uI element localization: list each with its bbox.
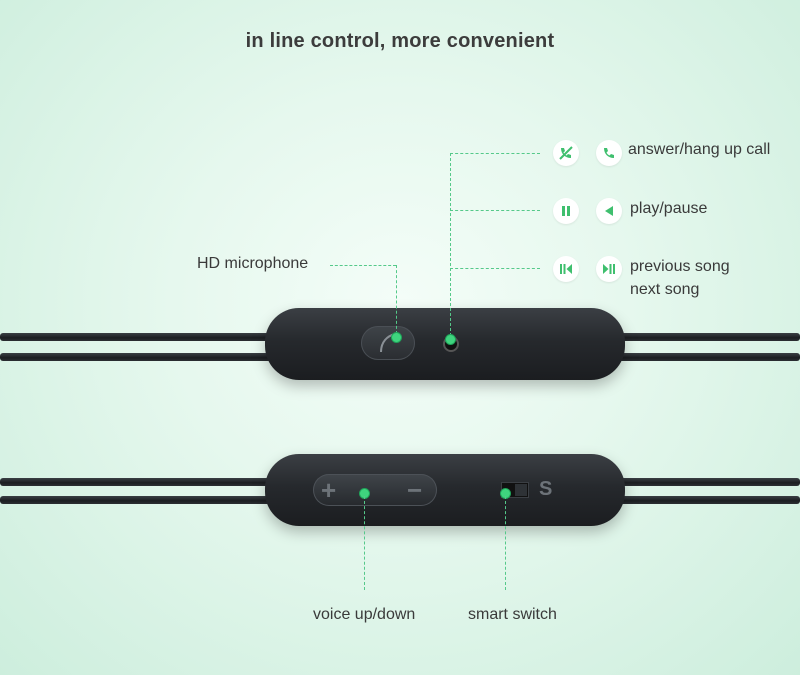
switch-letter: S (539, 478, 553, 500)
next-song-icon (596, 256, 622, 282)
switch-label: smart switch (468, 606, 557, 623)
microphone-leader-h (330, 265, 396, 266)
call-leader-h (450, 153, 540, 154)
hang-up-icon (553, 140, 579, 166)
volume-label: voice up/down (313, 606, 416, 623)
volume-leader-v (364, 496, 365, 590)
volume-down-button[interactable]: − (407, 475, 423, 505)
button-dot (445, 334, 456, 345)
play-leader-h (450, 210, 540, 211)
previous-song-icon (553, 256, 579, 282)
play-label: play/pause (630, 200, 708, 217)
page-title: in line control, more convenient (245, 30, 555, 52)
multifunction-button[interactable] (361, 326, 415, 360)
lower-remote: + − S (265, 454, 625, 526)
upper-remote (265, 308, 625, 380)
button-leader-v (450, 153, 451, 336)
microphone-slot-icon (380, 333, 396, 353)
microphone-dot (391, 332, 402, 343)
play-icon (596, 198, 622, 224)
song-leader-h (450, 268, 540, 269)
microphone-leader-v (396, 265, 397, 334)
next-song-label: next song (630, 281, 700, 298)
call-label: answer/hang up call (628, 141, 771, 158)
answer-call-icon (596, 140, 622, 166)
pause-icon (553, 198, 579, 224)
volume-rocker: + − (313, 474, 437, 506)
previous-song-label: previous song (630, 258, 730, 275)
microphone-label: HD microphone (197, 255, 309, 272)
volume-up-button[interactable]: + (321, 475, 337, 505)
switch-leader-v (505, 496, 506, 590)
